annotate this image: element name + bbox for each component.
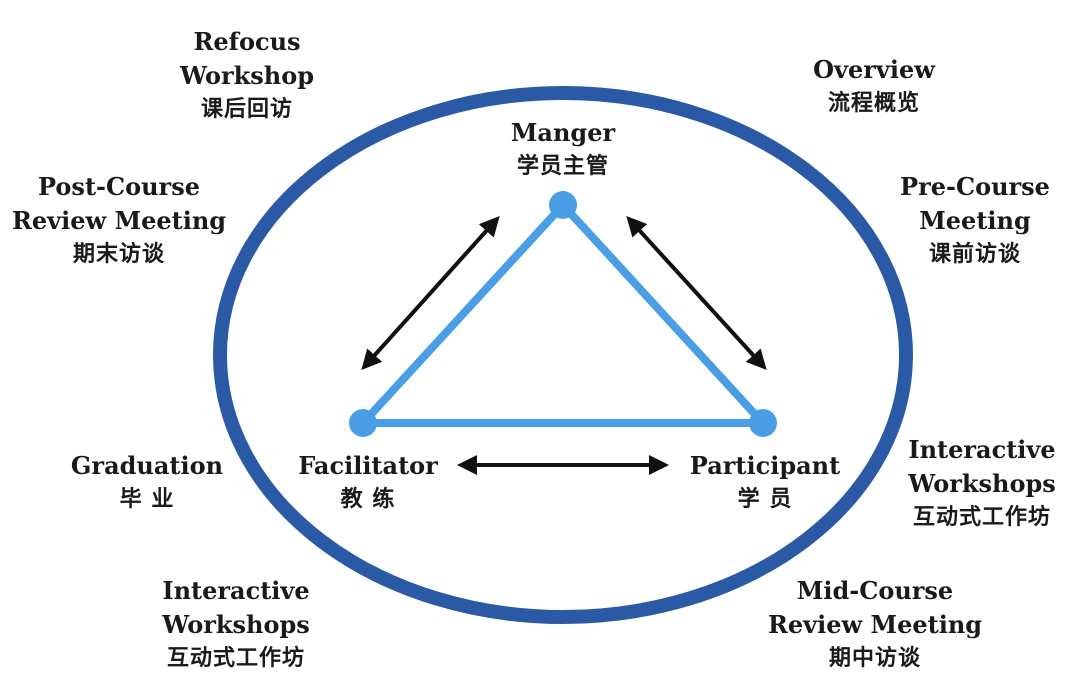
stage-refocus-workshop: Refocus Workshop 课后回访 [180, 25, 314, 127]
stage-graduation-en1: Graduation [70, 451, 224, 480]
stage-mid-course-en2: Review Meeting [767, 610, 983, 639]
participant-label-en: Participant [689, 451, 841, 480]
manager-node-dot [549, 191, 577, 219]
stage-interactive-workshops-right: Interactive Workshops 互动式工作坊 [908, 433, 1056, 535]
stage-graduation-cn: 毕 业 [119, 487, 175, 512]
facilitator-label-cn: 教 练 [340, 487, 396, 512]
stage-refocus-en1: Refocus [193, 27, 301, 56]
manager-participant-arrow [626, 216, 767, 370]
stage-pre-course-en1: Pre-Course [900, 172, 1050, 201]
manager-label: Manger 学员主管 [511, 116, 615, 184]
stage-refocus-en2: Workshop [179, 61, 315, 90]
relationship-triangle [359, 201, 767, 427]
stage-post-course-en2: Review Meeting [11, 206, 227, 235]
manager-facilitator-arrow [361, 216, 500, 370]
stage-mid-course-cn: 期中访谈 [828, 646, 922, 671]
stage-interactive-left-en1: Interactive [162, 576, 310, 605]
participant-label-cn: 学 员 [737, 487, 793, 512]
participant-label: Participant 学 员 [690, 449, 840, 517]
stage-interactive-workshops-left: Interactive Workshops 互动式工作坊 [162, 574, 310, 676]
stage-interactive-right-cn: 互动式工作坊 [912, 505, 1052, 530]
stage-mid-course-review: Mid-Course Review Meeting 期中访谈 [768, 574, 982, 676]
facilitator-node-dot [349, 409, 377, 437]
stage-graduation: Graduation 毕 业 [71, 449, 223, 517]
stage-interactive-right-en1: Interactive [908, 435, 1056, 464]
stage-refocus-cn: 课后回访 [200, 97, 293, 122]
participant-node-dot [749, 409, 777, 437]
facilitator-label-en: Facilitator [298, 451, 438, 480]
stage-interactive-left-en2: Workshops [162, 610, 310, 639]
stage-interactive-left-cn: 互动式工作坊 [166, 646, 306, 671]
stage-pre-course-en2: Meeting [919, 206, 1031, 235]
stage-pre-course-cn: 课前访谈 [928, 242, 1021, 267]
facilitator-label: Facilitator 教 练 [298, 449, 438, 517]
stage-mid-course-en1: Mid-Course [796, 576, 954, 605]
stage-overview-en1: Overview [813, 55, 935, 84]
stage-pre-course-meeting: Pre-Course Meeting 课前访谈 [900, 170, 1050, 272]
stage-post-course-cn: 期末访谈 [72, 242, 166, 267]
stage-overview: Overview 流程概览 [813, 53, 935, 121]
stage-interactive-right-en2: Workshops [908, 469, 1056, 498]
stage-overview-cn: 流程概览 [827, 91, 921, 116]
stage-post-course-review: Post-Course Review Meeting 期末访谈 [12, 170, 226, 272]
manager-label-en: Manger [510, 118, 616, 147]
manager-label-cn: 学员主管 [516, 154, 610, 179]
process-ellipse [213, 86, 913, 624]
stage-post-course-en1: Post-Course [38, 172, 200, 201]
